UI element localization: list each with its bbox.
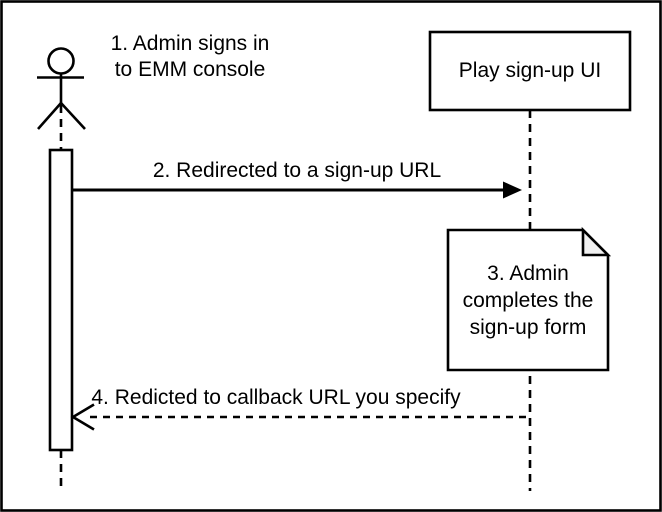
note-shape [446,226,612,372]
message-4-label: 4. Redicted to callback URL you specify [91,386,461,409]
activation-bar [48,148,74,452]
participant-box-label: Play sign-up UI [430,32,630,110]
actor-label: 1. Admin signs in to EMM console [110,32,270,81]
participant-label-text: Play sign-up UI [458,59,602,82]
message-2-label: 2. Redirected to a sign-up URL [152,159,442,182]
filled-arrowhead-icon [503,181,522,199]
open-arrowhead-icon [70,403,95,431]
participant-box [428,30,632,112]
message-arrow-dashed [70,403,530,431]
note-text-content: 3. Admin completes the sign-up form [462,261,594,339]
note-text: 3. Admin completes the sign-up form [448,230,608,370]
message-arrow-solid [72,181,522,199]
note-fold-icon [581,226,612,257]
actor-icon [37,47,86,130]
